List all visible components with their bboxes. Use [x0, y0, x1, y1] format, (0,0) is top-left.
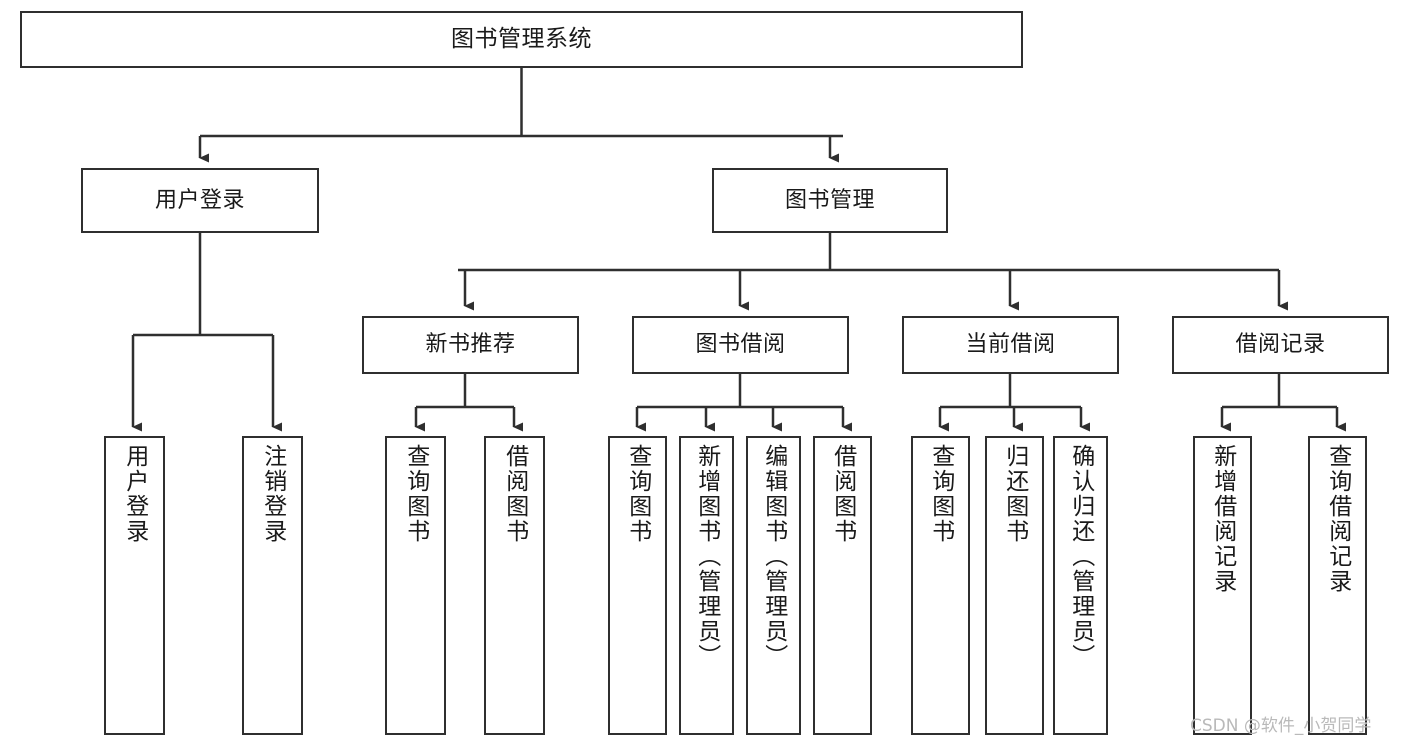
node-book-management-label: 图书管理 [784, 187, 875, 213]
leaf-edit-book-admin[interactable]: 编辑图书（管理员） [746, 436, 801, 735]
node-root-label: 图书管理系统 [451, 26, 592, 52]
leaf-logout-label: 注销登录 [259, 444, 286, 544]
leaf-borrow-book-recommend[interactable]: 借阅图书 [484, 436, 545, 735]
leaf-edit-book-admin-label: 编辑图书（管理员） [760, 444, 787, 669]
node-borrow-records-label: 借阅记录 [1235, 332, 1326, 357]
leaf-add-book-admin-label: 新增图书（管理员） [693, 444, 720, 669]
leaf-query-book-recommend[interactable]: 查询图书 [385, 436, 446, 735]
leaf-query-book-borrow[interactable]: 查询图书 [608, 436, 667, 735]
node-new-book-recommend[interactable]: 新书推荐 [362, 316, 579, 374]
leaf-borrow-book-recommend-label: 借阅图书 [501, 444, 528, 544]
node-root[interactable]: 图书管理系统 [20, 11, 1023, 68]
leaf-return-book-label: 归还图书 [1001, 444, 1028, 544]
leaf-confirm-return-admin-label: 确认归还（管理员） [1067, 444, 1094, 669]
leaf-query-book-current[interactable]: 查询图书 [911, 436, 970, 735]
leaf-add-borrow-record-label: 新增借阅记录 [1209, 444, 1236, 594]
leaf-query-book-recommend-label: 查询图书 [402, 444, 429, 544]
leaf-query-book-current-label: 查询图书 [927, 444, 954, 544]
leaf-user-login[interactable]: 用户登录 [104, 436, 165, 735]
node-book-borrow[interactable]: 图书借阅 [632, 316, 849, 374]
node-new-book-recommend-label: 新书推荐 [425, 332, 516, 357]
leaf-borrow-book-label: 借阅图书 [829, 444, 856, 544]
node-book-borrow-label: 图书借阅 [695, 332, 786, 357]
leaf-logout[interactable]: 注销登录 [242, 436, 303, 735]
node-book-management[interactable]: 图书管理 [712, 168, 948, 233]
node-current-borrow[interactable]: 当前借阅 [902, 316, 1119, 374]
leaf-add-book-admin[interactable]: 新增图书（管理员） [679, 436, 734, 735]
node-current-borrow-label: 当前借阅 [965, 332, 1056, 357]
leaf-query-borrow-record-label: 查询借阅记录 [1324, 444, 1351, 594]
node-user-login[interactable]: 用户登录 [81, 168, 319, 233]
node-user-login-label: 用户登录 [154, 187, 245, 213]
watermark: CSDN @软件_小贺同学 [1190, 716, 1372, 736]
leaf-return-book[interactable]: 归还图书 [985, 436, 1044, 735]
leaf-query-borrow-record[interactable]: 查询借阅记录 [1308, 436, 1367, 735]
leaf-confirm-return-admin[interactable]: 确认归还（管理员） [1053, 436, 1108, 735]
node-borrow-records[interactable]: 借阅记录 [1172, 316, 1389, 374]
leaf-user-login-label: 用户登录 [121, 444, 148, 544]
leaf-borrow-book[interactable]: 借阅图书 [813, 436, 872, 735]
leaf-query-book-borrow-label: 查询图书 [624, 444, 651, 544]
leaf-add-borrow-record[interactable]: 新增借阅记录 [1193, 436, 1252, 735]
